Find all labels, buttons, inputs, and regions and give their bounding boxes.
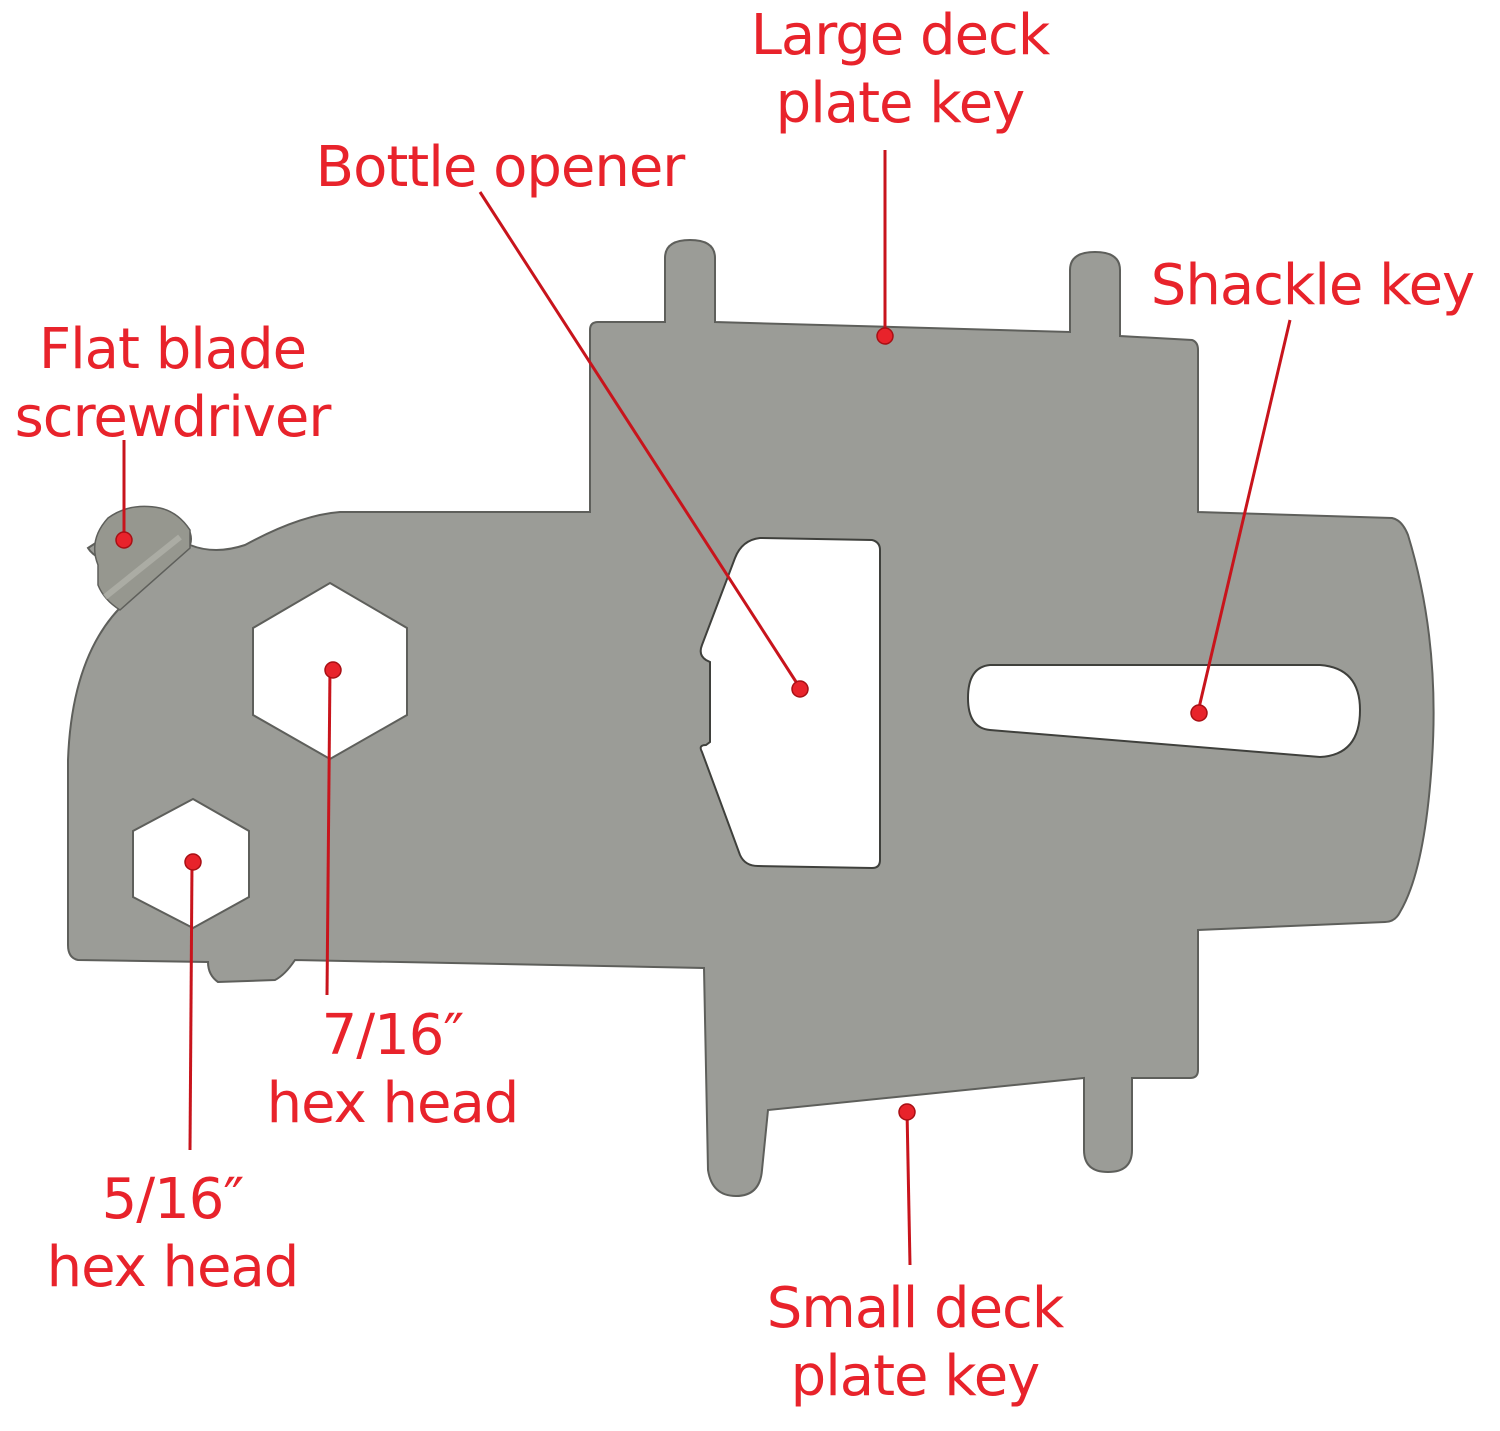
label-line: hex head xyxy=(266,1071,520,1136)
label-line: hex head xyxy=(46,1235,300,1300)
label-flat-blade-screwdriver: Flat blade screwdriver xyxy=(0,316,345,452)
leader-lines xyxy=(122,150,1292,1266)
label-line: 7/16″ xyxy=(321,1003,465,1068)
label-small-deck-plate-key: Small deck plate key xyxy=(745,1275,1085,1411)
label-bottle-opener: Bottle opener xyxy=(280,134,720,202)
label-hex-head-7-16: 7/16″ hex head xyxy=(255,1002,530,1138)
label-line: Bottle opener xyxy=(315,135,686,200)
bottle-opener-hole xyxy=(699,536,881,870)
label-line: Large deck xyxy=(750,3,1051,68)
shackle-slot xyxy=(966,664,1362,759)
callout-dots xyxy=(115,327,1208,1121)
label-line: Small deck xyxy=(766,1276,1065,1341)
label-hex-head-5-16: 5/16″ hex head xyxy=(35,1166,310,1302)
label-large-deck-plate-key: Large deck plate key xyxy=(720,2,1080,138)
label-line: screwdriver xyxy=(14,385,332,450)
label-line: Shackle key xyxy=(1150,253,1475,318)
label-shackle-key: Shackle key xyxy=(1140,252,1485,320)
label-line: plate key xyxy=(790,1344,1041,1409)
label-line: Flat blade xyxy=(38,317,307,382)
label-line: 5/16″ xyxy=(101,1167,245,1232)
label-line: plate key xyxy=(775,71,1026,136)
